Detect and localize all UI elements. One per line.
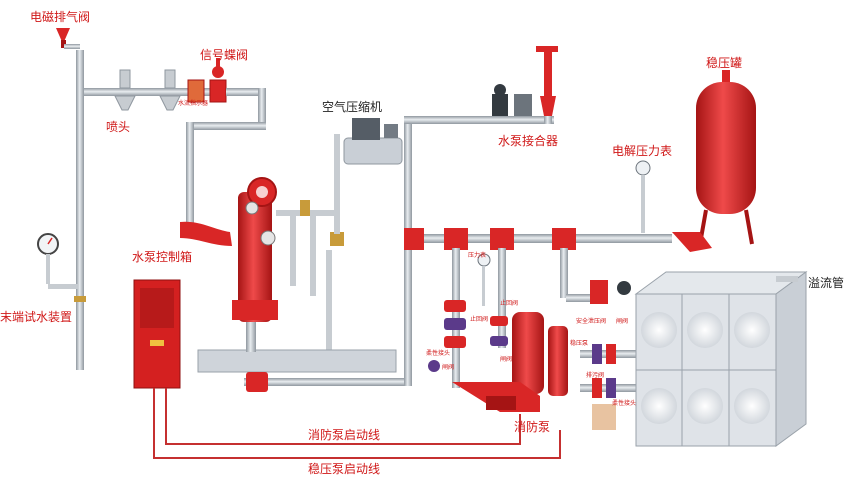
air-compressor-label: 空气压缩机 — [322, 100, 383, 114]
signal-butterfly-valve — [209, 58, 227, 103]
signal-butterfly-valve-label: 信号蝶阀 — [200, 48, 249, 62]
nozzle-1 — [114, 69, 136, 111]
nozzle-2 — [159, 69, 181, 111]
flexible-joint-label: 柔性接头 — [426, 350, 451, 357]
pressure-tank — [672, 70, 756, 252]
fire-pump — [452, 312, 568, 412]
nozzle-label: 喷头 — [106, 120, 131, 134]
supply-pipe-upper — [186, 88, 266, 232]
drain-valve-label: 排污阀 — [586, 372, 605, 379]
pump-adapter — [492, 46, 558, 116]
pressure-gauge-small-label: 压力表 — [468, 252, 487, 259]
fire-pump-start-line-label: 消防泵启动线 — [308, 428, 381, 442]
end-test-device-label: 末端试水装置 — [0, 310, 73, 324]
pump-control-box-label: 水泵控制箱 — [132, 250, 193, 264]
gate-valve-2-label: 闸阀 — [500, 356, 513, 363]
check-valve-1-label: 止回阀 — [470, 316, 489, 323]
gate-valve-1-label: 闸阀 — [442, 364, 455, 371]
safety-relief-valve-label: 安全泄压阀 — [576, 318, 607, 325]
check-valve-2-label: 止回阀 — [500, 300, 519, 307]
valve-stack-left — [428, 300, 508, 372]
solenoid-vent-valve-label: 电磁排气阀 — [30, 10, 91, 24]
pump-control-box — [133, 279, 181, 389]
fire-pump-label: 消防泵 — [514, 420, 551, 434]
electric-pressure-gauge-label: 电解压力表 — [612, 144, 673, 158]
stabilizer-pump-label: 稳压泵 — [570, 340, 589, 347]
alarm-valve-group — [180, 177, 344, 350]
pressure-tank-label: 稳压罐 — [706, 56, 743, 70]
bottom-pipe — [244, 120, 412, 392]
left-riser-pipe — [76, 50, 264, 370]
water-tank — [634, 271, 808, 447]
distribution-pipe — [404, 228, 672, 250]
overflow-pipe-label: 溢流管 — [808, 276, 845, 290]
air-compressor — [334, 118, 403, 234]
signal-lines — [153, 388, 561, 459]
solenoid-vent-valve — [56, 28, 80, 49]
stabilizer-pump-start-line-label: 稳压泵启动线 — [308, 462, 381, 476]
pump-adapter-label: 水泵接合器 — [498, 134, 559, 148]
end-test-gauge — [37, 233, 86, 302]
stabilizer-pump — [566, 280, 636, 430]
gate-valve-3-label: 闸阀 — [616, 318, 629, 325]
flow-indicator — [187, 79, 205, 103]
electric-pressure-gauge — [635, 160, 651, 233]
flow-indicator-label: 水流指示器 — [178, 100, 209, 107]
drain-basin — [197, 322, 397, 373]
flex-tag-label: 柔性接头 — [612, 400, 637, 407]
